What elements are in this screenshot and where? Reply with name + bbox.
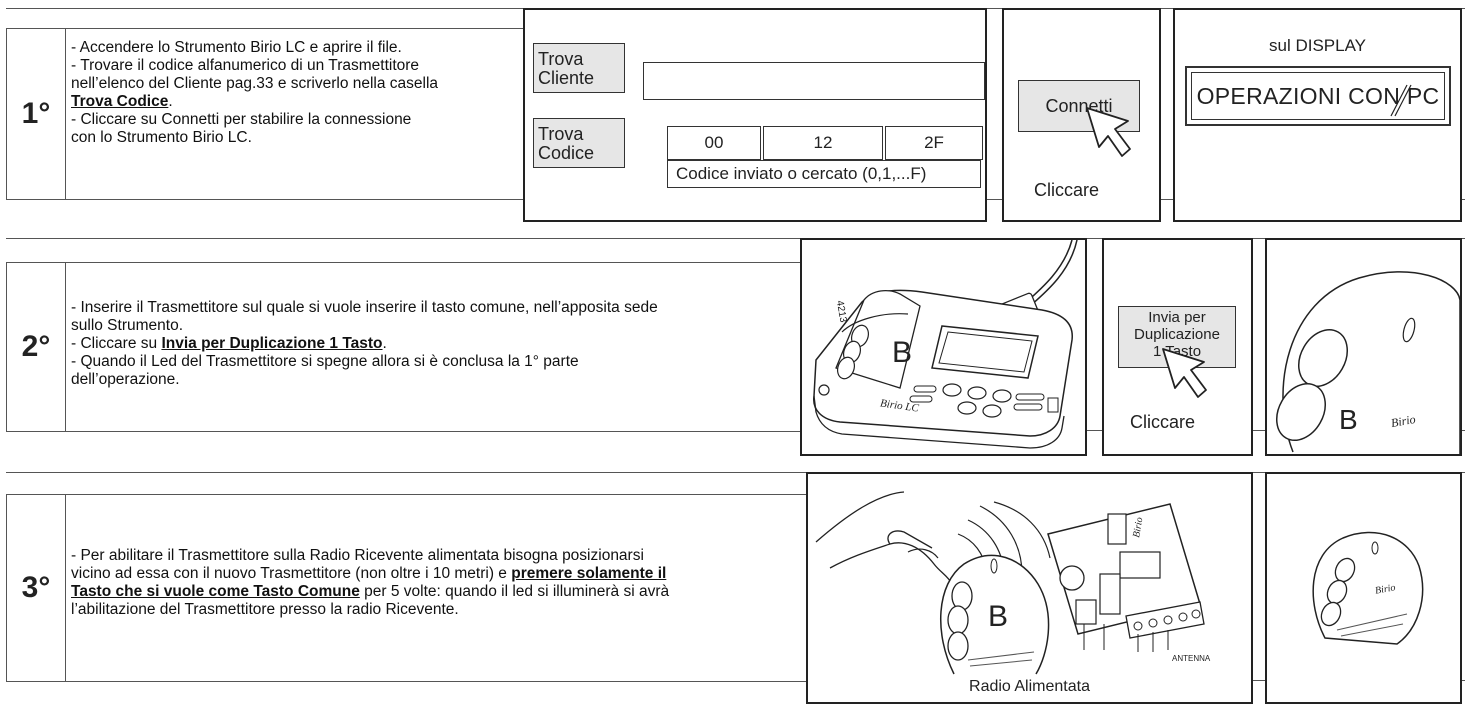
small-remote-illustration — [1312, 531, 1424, 645]
step2-box: 2° - Inserire il Trasmettitore sul quale… — [6, 262, 802, 432]
display-text: OPERAZIONI CON PC — [1191, 72, 1445, 120]
step1-box: 1° - Accendere lo Strumento Birio LC e a… — [6, 28, 525, 200]
trova-cliente-field[interactable] — [643, 62, 985, 100]
step3-box: 3° - Per abilitare il Trasmettitore sull… — [6, 494, 808, 682]
code-caption: Codice inviato o cercato (0,1,...F) — [667, 160, 981, 188]
step3-line3-tail: per 5 volte: quando il led si illuminerà… — [359, 583, 670, 600]
display-screen: OPERAZIONI CON PC — [1185, 66, 1451, 126]
trova-codice-button[interactable]: Trova Codice — [533, 118, 625, 168]
step2-text: - Inserire il Trasmettitore sul quale si… — [71, 299, 723, 389]
step3-line1: - Per abilitare il Trasmettitore sulla R… — [71, 547, 644, 564]
step3-number: 3° — [7, 495, 66, 681]
step2-line3-head: - Cliccare su — [71, 335, 162, 352]
step3-premere-ref: premere solamente il — [511, 565, 667, 582]
step3-line2-head: vicino ad essa con il nuovo Trasmettitor… — [71, 565, 512, 582]
connetti-button[interactable]: Connetti — [1018, 80, 1140, 132]
device-panel: 4213 B Birio LC — [800, 238, 1087, 456]
step1-line3: nell’elenco del Cliente pag.33 e scriver… — [71, 75, 439, 92]
step1-line5: - Cliccare su Connetti per stabilire la … — [71, 111, 412, 128]
device-letter: B — [892, 336, 913, 369]
display-label: sul DISPLAY — [1268, 36, 1366, 55]
send-panel: Invia per Duplicazione 1 Tasto Cliccare — [1102, 238, 1253, 456]
radio-panel: B Birio ANTENNA Radio Alimentata — [806, 472, 1253, 704]
remote-letter: B — [1339, 404, 1358, 435]
step2-line1: - Inserire il Trasmettitore sul quale si… — [71, 299, 658, 316]
connect-caption: Cliccare — [1034, 180, 1100, 200]
search-panel: Trova Cliente Trova Codice 00 12 2F Codi… — [523, 8, 987, 222]
step2-number: 2° — [7, 263, 66, 431]
step2-line4: - Quando il Led del Trasmettitore si spe… — [71, 353, 579, 370]
step1-line4-tail: . — [168, 93, 173, 110]
cursor-arrow-icon — [1086, 107, 1131, 157]
step2-invia-ref: Invia per Duplicazione 1 Tasto — [161, 335, 383, 352]
code-cell-2[interactable]: 12 — [763, 126, 883, 160]
cursor-line-icon — [1390, 84, 1412, 117]
radio-caption: Radio Alimentata — [969, 678, 1090, 695]
code-cell-1[interactable]: 00 — [667, 126, 761, 160]
step1-number: 1° — [7, 29, 66, 199]
remote-panel: B Birio — [1265, 238, 1462, 456]
birio-lc-device-illustration — [813, 239, 1078, 449]
step3-tasto-ref: Tasto che si vuole come Tasto Comune — [71, 583, 360, 600]
remote-closeup-illustration — [1276, 271, 1461, 454]
antenna-label: ANTENNA — [1172, 654, 1211, 663]
step1-line2: - Trovare il codice alfanumerico di un T… — [71, 57, 420, 74]
hand-remote-receiver-illustration — [815, 491, 1205, 675]
small-remote-panel: Birio — [1265, 472, 1462, 704]
step2-line2: sullo Strumento. — [71, 317, 183, 334]
step3-text: - Per abilitare il Trasmettitore sulla R… — [71, 547, 799, 619]
step2-line5: dell’operazione. — [71, 371, 180, 388]
step1-text: - Accendere lo Strumento Birio LC e apri… — [71, 39, 516, 147]
code-cell-3[interactable]: 2F — [885, 126, 983, 160]
trova-cliente-button[interactable]: Trova Cliente — [533, 43, 625, 93]
step2-line3-tail: . — [382, 335, 387, 352]
cursor-arrow-icon — [1162, 348, 1207, 398]
send-caption: Cliccare — [1130, 412, 1196, 432]
step1-trova-codice-ref: Trova Codice — [71, 93, 169, 110]
step1-line1: - Accendere lo Strumento Birio LC e apri… — [71, 39, 402, 56]
display-panel: sul DISPLAY OPERAZIONI CON PC — [1173, 8, 1462, 222]
step1-line6: con lo Strumento Birio LC. — [71, 129, 252, 146]
radio-remote-letter: B — [988, 600, 1009, 633]
step3-line4: l’abilitazione del Trasmettitore presso … — [71, 601, 459, 618]
connect-panel: Connetti Cliccare — [1002, 8, 1161, 222]
